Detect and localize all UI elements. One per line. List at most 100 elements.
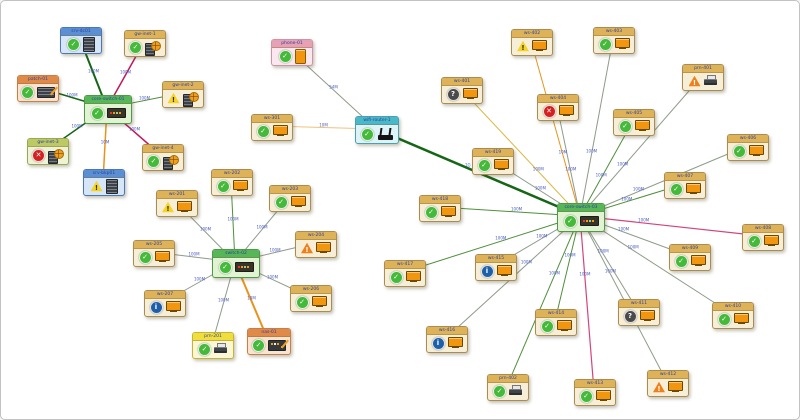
device-node-hub2[interactable]: switch-02✓ <box>212 248 260 278</box>
device-node-n31[interactable]: ws-412! <box>647 369 689 397</box>
monitor-icon <box>316 241 331 255</box>
device-node-n25[interactable]: ws-406✓ <box>727 133 769 161</box>
status-ok-icon: ✓ <box>216 179 230 193</box>
device-title: gw-inet-1 <box>125 30 165 39</box>
device-node-n22[interactable]: ws-404✕ <box>537 93 579 121</box>
link-speed-label: 100M <box>621 196 633 202</box>
device-node-n21[interactable]: ws-403✓ <box>593 26 635 54</box>
nas-icon <box>268 339 286 351</box>
device-node-n27[interactable]: ws-408✓ <box>742 223 784 251</box>
status-info-icon: i <box>149 300 163 314</box>
switch-icon <box>234 262 254 272</box>
device-node-n1[interactable]: srv-dc01✓ <box>60 26 102 54</box>
status-ok-icon: ✓ <box>198 342 211 356</box>
link-speed-label: 100M <box>548 270 560 275</box>
monitor-icon <box>668 380 683 394</box>
device-node-n15[interactable]: prn-201✓ <box>192 331 234 359</box>
device-title: ws-403 <box>594 27 634 36</box>
monitor-icon <box>447 336 463 350</box>
device-title: ws-406 <box>728 134 768 143</box>
link-edge-hub3-n20[interactable] <box>530 40 581 217</box>
link-edge-hub3-n25[interactable] <box>579 145 748 217</box>
status-ok-icon: ✓ <box>493 384 506 398</box>
device-title: ws-419 <box>473 148 513 157</box>
device-node-hub1[interactable]: core-switch-01✓ <box>84 94 132 124</box>
device-node-n29[interactable]: ws-410✓ <box>712 301 754 329</box>
device-node-n5[interactable]: gw-inet-3✕ <box>27 137 69 165</box>
device-node-n3[interactable]: patch-01✓ <box>17 74 59 102</box>
device-node-n12[interactable]: ws-205✓ <box>133 239 175 267</box>
link-speed-label: 100M <box>87 68 100 73</box>
link-edge-hub3-n27[interactable] <box>579 215 763 237</box>
link-speed-label: 100M <box>565 166 577 172</box>
monitor-icon <box>748 144 764 158</box>
device-node-n8[interactable]: ws-201! <box>156 189 198 217</box>
status-ok-icon: ✓ <box>618 119 632 133</box>
link-edge-hub3-n33[interactable] <box>506 215 581 387</box>
link-edge-hub3-n38[interactable] <box>438 206 581 217</box>
monitor-icon <box>733 312 749 326</box>
link-speed-label: 100M <box>227 216 239 221</box>
link-edge-hub3-n37[interactable] <box>403 215 581 273</box>
device-node-n24[interactable]: prn-401! <box>682 63 724 91</box>
device-node-n34[interactable]: ws-414✓ <box>535 308 577 336</box>
device-node-n9[interactable]: ws-202✓ <box>211 168 253 196</box>
device-node-n38[interactable]: ws-418✓ <box>419 194 461 222</box>
device-node-n20[interactable]: ws-402! <box>511 28 553 56</box>
link-edge-hub3-n21[interactable] <box>579 38 614 217</box>
status-alert-icon: ! <box>653 381 665 393</box>
device-title: ws-409 <box>670 244 710 253</box>
link-edge-hub3-n34[interactable] <box>554 215 581 322</box>
link-edge-hub3-n19[interactable] <box>460 88 581 217</box>
link-edge-hub3-n23[interactable] <box>579 120 634 217</box>
link-speed-label: 100M <box>617 161 629 167</box>
device-node-n10[interactable]: ws-203✓ <box>269 184 311 212</box>
device-node-n37[interactable]: ws-417✓ <box>384 259 426 287</box>
monitor-icon <box>493 158 509 172</box>
monitor-icon <box>595 389 611 403</box>
device-node-hub3[interactable]: core-switch-03✓ <box>557 202 605 232</box>
device-title: ws-201 <box>157 190 197 199</box>
link-edge-hub3-n30[interactable] <box>579 215 639 312</box>
device-node-n16[interactable]: nas-01✓ <box>247 327 291 355</box>
device-node-n30[interactable]: ws-411? <box>618 298 660 326</box>
device-node-n18[interactable]: ws-301✓ <box>251 113 293 141</box>
device-title: prn-402 <box>488 374 528 383</box>
device-node-n28[interactable]: ws-409✓ <box>669 243 711 271</box>
device-node-n4[interactable]: gw-inet-2! <box>162 80 204 108</box>
link-speed-label: 100M <box>217 297 230 303</box>
printer-icon <box>214 343 228 355</box>
link-speed-label: 100M <box>618 226 630 232</box>
device-node-n7[interactable]: gw-inet-4✓ <box>142 143 184 171</box>
status-ok-icon: ✓ <box>256 124 270 138</box>
device-node-n2[interactable]: gw-inet-1✓ <box>124 29 166 57</box>
device-node-n39[interactable]: ws-419✓ <box>472 147 514 175</box>
link-edge-hub3-n29[interactable] <box>579 215 733 315</box>
device-node-n17[interactable]: phone-01✓ <box>271 38 313 66</box>
device-node-router[interactable]: wifi-router-1✓ <box>355 116 399 144</box>
device-title: srv-bkp01 <box>84 169 124 178</box>
link-edge-hub3-n24[interactable] <box>579 75 703 217</box>
snmp-icon <box>163 154 179 170</box>
device-node-n26[interactable]: ws-407✓ <box>664 171 706 199</box>
monitor-icon <box>614 37 630 51</box>
link-edge-hub3-n22[interactable] <box>556 105 581 217</box>
status-ok-icon: ✓ <box>717 312 731 326</box>
device-title: nas-01 <box>248 328 290 337</box>
device-title: core-switch-03 <box>558 203 604 212</box>
device-node-n11[interactable]: ws-204! <box>295 230 337 258</box>
monitor-icon <box>556 319 572 333</box>
device-node-n32[interactable]: ws-413✓ <box>574 378 616 406</box>
device-node-n33[interactable]: prn-402✓ <box>487 373 529 401</box>
device-title: ws-418 <box>420 195 460 204</box>
device-title: ws-410 <box>713 302 753 311</box>
device-node-n13[interactable]: ws-206✓ <box>290 284 332 312</box>
device-node-n19[interactable]: ws-401? <box>441 76 483 104</box>
device-node-n6[interactable]: srv-bkp01! <box>83 168 125 196</box>
device-node-n23[interactable]: ws-405✓ <box>613 108 655 136</box>
link-edge-hub3-n32[interactable] <box>579 215 595 392</box>
